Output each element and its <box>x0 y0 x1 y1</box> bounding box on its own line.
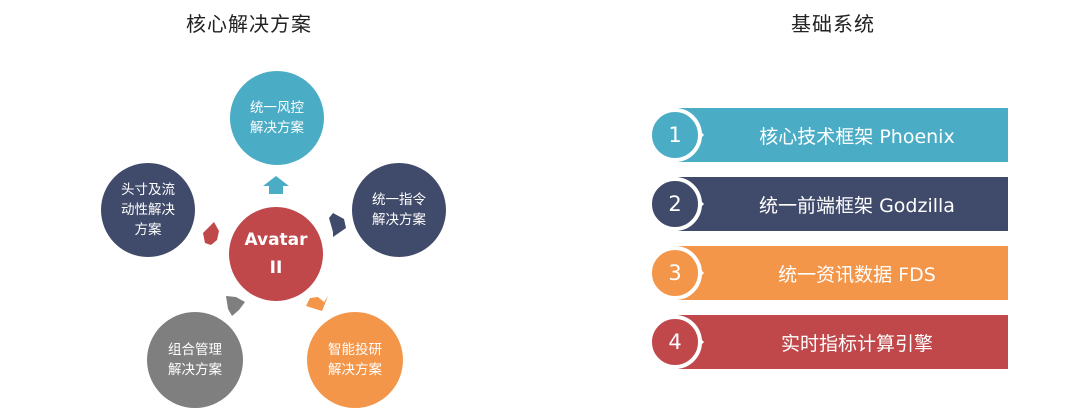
system-label: 实时指标计算引擎 <box>780 332 933 355</box>
system-label: 统一资讯数据 FDS <box>778 263 936 286</box>
system-row-phoenix: 核心技术框架 Phoenix 1 <box>648 108 1008 162</box>
system-row-godzilla: 统一前端框架 Godzilla 2 <box>648 177 1008 231</box>
system-band <box>678 246 1008 300</box>
system-row-metrics-engine: 实时指标计算引擎 4 <box>648 315 1008 369</box>
research-solution-circle: 智能投研 解决方案 <box>307 312 403 408</box>
instruction-solution-label: 统一指令 解决方案 <box>372 192 426 228</box>
arrow-to-portfolio <box>226 296 245 316</box>
system-band <box>678 315 1008 369</box>
portfolio-solution-label: 组合管理 解决方案 <box>168 342 222 378</box>
system-band <box>678 177 1008 231</box>
arrow-to-research <box>306 296 328 311</box>
core-solutions-title: 核心解决方案 <box>186 12 312 36</box>
system-band <box>678 108 1008 162</box>
liquidity-solution-circle: 头寸及流 动性解决 方案 <box>101 163 195 257</box>
avatar-hub-circle: Avatar II <box>229 207 323 301</box>
system-label: 统一前端框架 Godzilla <box>759 194 955 217</box>
arrow-to-instruction <box>329 213 346 237</box>
liquidity-solution-label: 头寸及流 动性解决 方案 <box>121 182 175 238</box>
instruction-solution-circle: 统一指令 解决方案 <box>352 163 446 257</box>
arrow-to-risk <box>263 176 289 194</box>
system-label: 核心技术框架 Phoenix <box>759 125 955 148</box>
base-systems-title: 基础系统 <box>791 12 875 36</box>
arrow-to-liquidity <box>203 222 219 245</box>
system-number-badge: 2 <box>648 177 702 231</box>
system-row-fds: 统一资讯数据 FDS 3 <box>648 246 1008 300</box>
system-number-badge: 1 <box>648 108 702 162</box>
risk-solution-circle: 统一风控 解决方案 <box>230 71 324 165</box>
system-number-badge: 3 <box>648 246 702 300</box>
avatar-hub-label: Avatar II <box>244 230 308 278</box>
risk-solution-label: 统一风控 解决方案 <box>250 100 304 136</box>
research-solution-label: 智能投研 解决方案 <box>328 342 382 378</box>
system-number-badge: 4 <box>648 315 702 369</box>
portfolio-solution-circle: 组合管理 解决方案 <box>147 312 243 408</box>
